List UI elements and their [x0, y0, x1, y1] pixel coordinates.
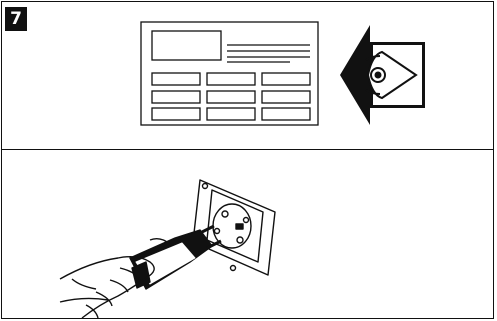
plug-in-socket-icon: [59, 179, 276, 319]
label-view-illustration: [140, 21, 425, 126]
label-icon: [140, 21, 319, 126]
eye-arrow-icon: [340, 25, 425, 125]
plug-illustration: [59, 179, 276, 319]
panel-divider: [1, 149, 494, 150]
step-number-badge: 7: [5, 7, 27, 31]
